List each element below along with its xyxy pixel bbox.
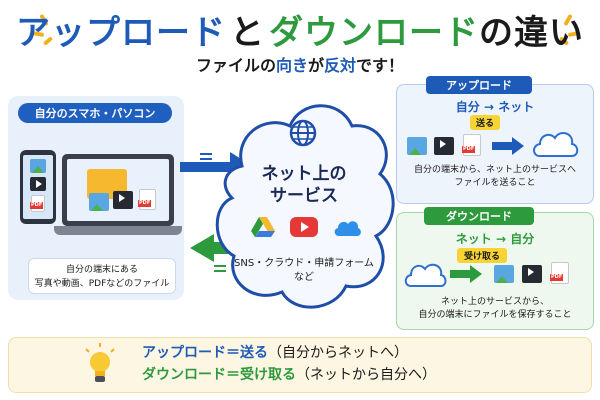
video-icon xyxy=(30,177,46,191)
photo-icon xyxy=(30,159,46,173)
cloud-storage-icon xyxy=(334,221,361,236)
cloud-icon xyxy=(215,104,395,309)
title-download: ダウンロード xyxy=(269,12,479,53)
laptop-base xyxy=(54,226,182,235)
summary-download-note: （ネットから自分へ） xyxy=(296,367,436,383)
download-flow: ネット → 自分 xyxy=(455,232,535,246)
subtitle-highlight-opposite: 反対 xyxy=(324,56,357,75)
globe-icon xyxy=(289,119,317,147)
youtube-icon xyxy=(290,217,318,237)
cloud-examples: SNS・クラウド・申請フォーム など xyxy=(212,257,396,285)
laptop-icon: PDF xyxy=(62,154,174,226)
pdf-icon: PDF xyxy=(30,195,45,212)
summary-download: ダウンロード＝受け取る（ネットから自分へ） xyxy=(142,364,436,384)
subtitle-part3: です！ xyxy=(356,56,405,75)
upload-flow: 自分 → ネット xyxy=(455,100,535,114)
download-desc-line2: 自分の端末にファイルを保存すること xyxy=(418,310,572,320)
photo-icon xyxy=(89,193,109,211)
pdf-icon: PDF xyxy=(462,134,481,156)
upload-description: 自分の端末から、ネット上のサービスへ ファイルを送ること xyxy=(396,164,594,190)
cloud-examples-line1: SNS・クラウド・申請フォーム xyxy=(234,258,374,269)
lightbulb-icon xyxy=(85,343,115,382)
upload-desc-line1: 自分の端末から、ネット上のサービスへ xyxy=(413,165,576,175)
summary-upload-term: アップロード＝送る xyxy=(142,345,268,361)
my-device-label: 自分のスマホ・パソコン xyxy=(18,103,172,123)
title-suffix: の違い xyxy=(479,12,584,53)
cloud-examples-line2: など xyxy=(294,272,314,283)
caption-line2: 写真や動画、PDFなどのファイル xyxy=(34,279,170,289)
title-to: と xyxy=(230,12,265,53)
pdf-icon: PDF xyxy=(138,189,156,210)
google-drive-icon xyxy=(251,217,275,237)
video-icon xyxy=(522,265,542,283)
upload-desc-line2: ファイルを送ること xyxy=(454,178,536,188)
cloud-outline-icon xyxy=(533,132,579,157)
page-title: アップロード と ダウンロード の違い xyxy=(0,6,600,53)
video-icon xyxy=(434,137,454,155)
subtitle-part1: ファイルの xyxy=(195,56,276,75)
download-description: ネット上のサービスから、 自分の端末にファイルを保存すること xyxy=(396,296,594,322)
download-tag: ダウンロード xyxy=(424,207,534,225)
subtitle-part2: が xyxy=(307,56,324,75)
photo-icon xyxy=(494,265,514,283)
subtitle: ファイルの向きが反対です！ xyxy=(0,52,600,76)
upload-small-arrow-icon xyxy=(492,137,524,155)
smartphone-icon: PDF xyxy=(20,150,56,224)
pdf-icon: PDF xyxy=(550,262,569,284)
upload-tag: アップロード xyxy=(426,76,532,94)
my-device-caption: 自分の端末にある 写真や動画、PDFなどのファイル xyxy=(28,258,176,294)
download-small-arrow-icon xyxy=(450,265,482,283)
caption-line1: 自分の端末にある xyxy=(65,265,138,275)
photo-icon xyxy=(407,137,427,155)
download-desc-line1: ネット上のサービスから、 xyxy=(440,297,549,307)
video-icon xyxy=(113,191,133,209)
summary-upload: アップロード＝送る（自分からネットへ） xyxy=(142,342,408,362)
cloud-title-line1: ネット上の xyxy=(261,164,347,184)
subtitle-highlight-direction: 向き xyxy=(275,56,308,75)
summary-download-term: ダウンロード＝受け取る xyxy=(142,367,296,383)
cloud-title: ネット上の サービス xyxy=(212,163,396,207)
summary-box xyxy=(8,337,592,393)
summary-upload-note: （自分からネットへ） xyxy=(268,345,408,361)
cloud-outline-icon xyxy=(404,263,447,287)
send-chip: 送る xyxy=(470,115,500,130)
cloud-title-line2: サービス xyxy=(270,186,338,206)
receive-chip: 受け取る xyxy=(457,248,507,263)
title-upload: アップロード xyxy=(16,12,226,53)
